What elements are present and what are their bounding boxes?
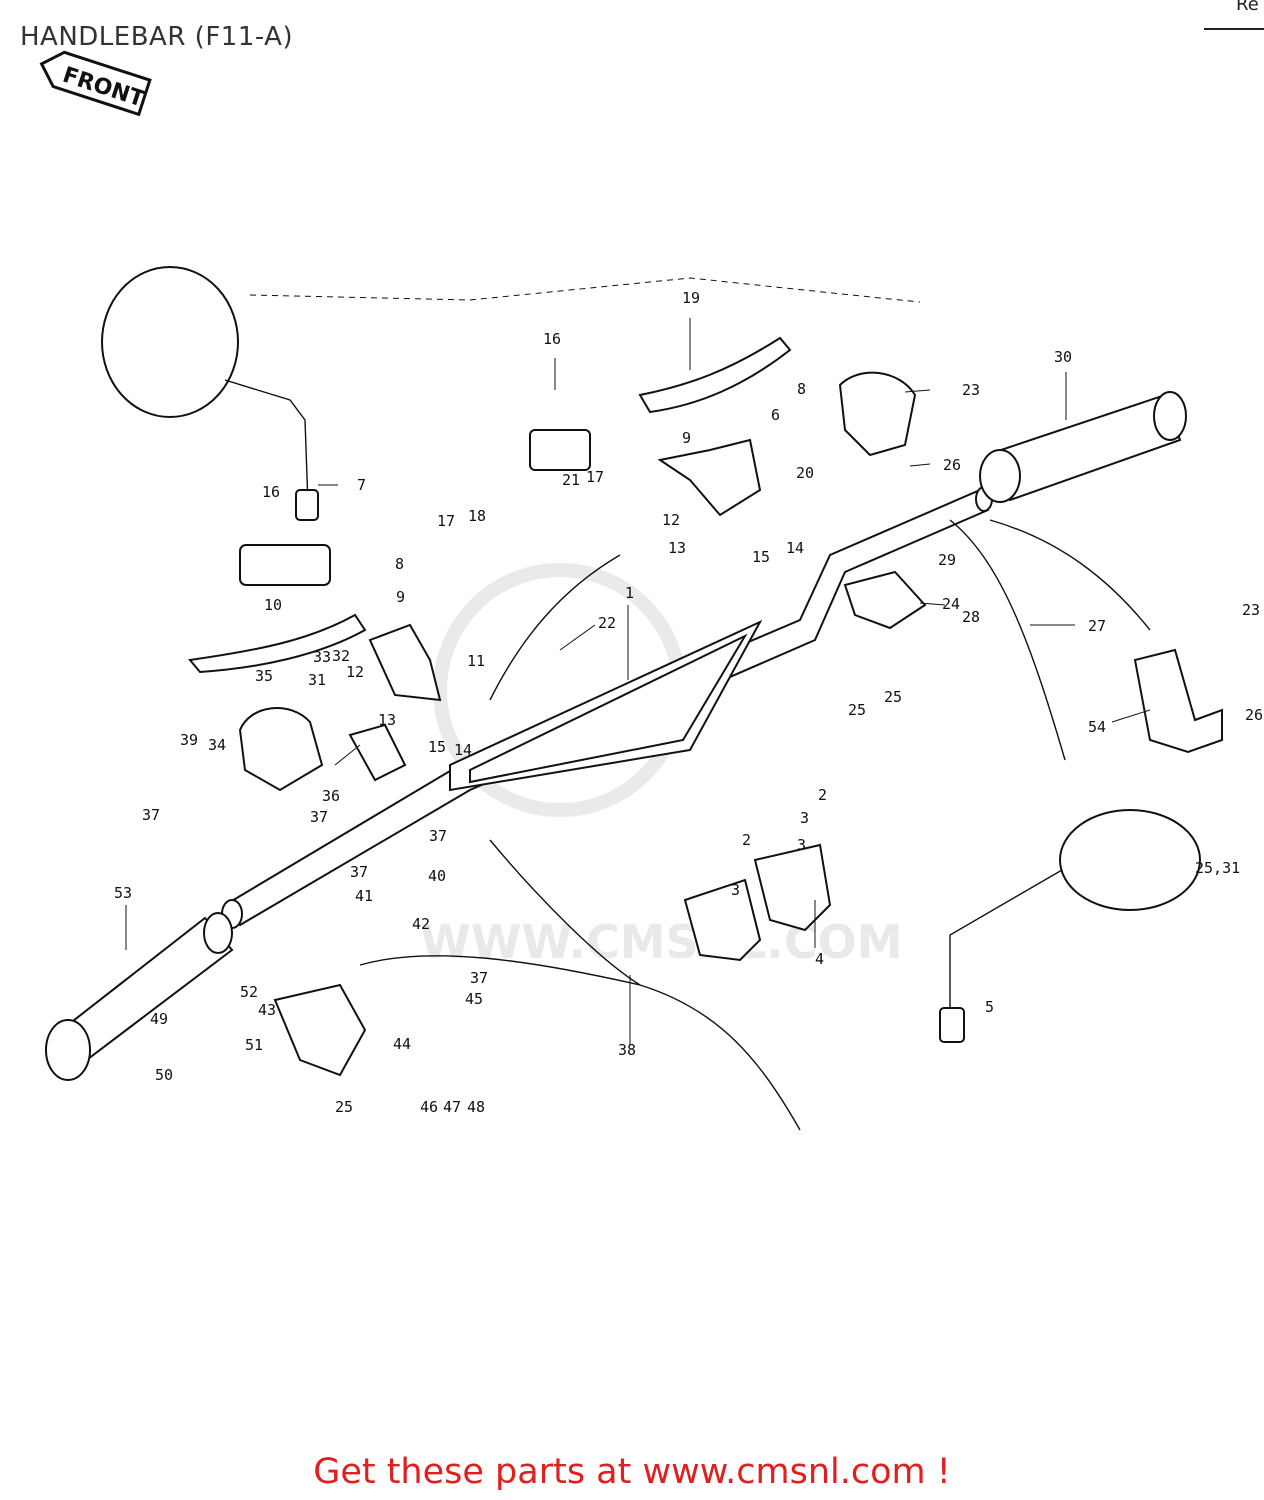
callout: 45 [465, 990, 483, 1008]
callout: 44 [393, 1035, 411, 1053]
callout: 37 [350, 863, 368, 881]
callout: 14 [454, 741, 472, 759]
callout: 3 [800, 809, 809, 827]
callout: 25 [335, 1098, 353, 1116]
right-grip [979, 391, 1187, 503]
callout: 22 [598, 614, 616, 632]
callout: 30 [1054, 348, 1072, 366]
callout: 15 [752, 548, 770, 566]
watermark-text: WWW.CMSNL.COM [420, 915, 903, 969]
cables [359, 519, 1151, 1131]
guide-line [249, 277, 921, 303]
callout: 26 [943, 456, 961, 474]
callout: 13 [378, 711, 396, 729]
callout: 14 [786, 539, 804, 557]
brake-lever [529, 336, 792, 517]
left-mirror [101, 266, 319, 521]
footer-link[interactable]: Get these parts at www.cmsnl.com ! [313, 1452, 951, 1492]
callout: 49 [150, 1010, 168, 1028]
callout: 46 [420, 1098, 438, 1116]
callout: 33 [313, 648, 331, 666]
callout: 1 [625, 584, 634, 602]
right-switch-housing [838, 371, 927, 630]
callout: 38 [618, 1041, 636, 1059]
callout: 17 [586, 468, 604, 486]
callout: 43 [258, 1001, 276, 1019]
callout: 42 [412, 915, 430, 933]
corner-text: Re [1236, 0, 1259, 15]
callout: 25 [884, 688, 902, 706]
callout: 10 [264, 596, 282, 614]
callout: 40 [428, 867, 446, 885]
callout: 37 [470, 969, 488, 987]
handlebar-tube [221, 486, 993, 929]
callout: 3 [797, 836, 806, 854]
callout: 4 [815, 950, 824, 968]
callout: 35 [255, 667, 273, 685]
callout: 53 [114, 884, 132, 902]
callout: 37 [310, 808, 328, 826]
callout: 9 [396, 588, 405, 606]
left-switch-housing [238, 707, 407, 1077]
callout: 8 [797, 380, 806, 398]
callout: 15 [428, 738, 446, 756]
callout: 47 [443, 1098, 461, 1116]
callout: 54 [1088, 718, 1106, 736]
callout: 19 [682, 289, 700, 307]
callout: 6 [771, 406, 780, 424]
callout: 50 [155, 1066, 173, 1084]
callout: 51 [245, 1036, 263, 1054]
callout: 29 [938, 551, 956, 569]
callout: 37 [142, 806, 160, 824]
callout: 11 [467, 652, 485, 670]
callout: 9 [682, 429, 691, 447]
callout: 13 [668, 539, 686, 557]
callout: 32 [332, 647, 350, 665]
right-mirror [939, 809, 1201, 1043]
callout: 12 [662, 511, 680, 529]
callout: 2 [742, 831, 751, 849]
callout: 7 [357, 476, 366, 494]
holder-clamps [683, 843, 832, 962]
callout: 20 [796, 464, 814, 482]
callout: 21 [562, 471, 580, 489]
callout: 25 [848, 701, 866, 719]
callout: 24 [942, 595, 960, 613]
callout: 27 [1088, 617, 1106, 635]
callout: 34 [208, 736, 226, 754]
callout: 25,31 [1195, 859, 1240, 877]
bracket-54 [1133, 648, 1223, 754]
callout: 39 [180, 731, 198, 749]
callout-labels: 1 2 2 3 3 3 4 5 6 7 8 8 9 9 10 11 12 12 … [114, 289, 1263, 1116]
callout: 12 [346, 663, 364, 681]
clutch-lever [188, 544, 442, 702]
left-grip [45, 912, 234, 1081]
callout: 23 [1242, 601, 1260, 619]
callout: 23 [962, 381, 980, 399]
callout: 3 [731, 881, 740, 899]
callout: 26 [1245, 706, 1263, 724]
callout: 48 [467, 1098, 485, 1116]
corner-line [1204, 28, 1264, 30]
callout: 52 [240, 983, 258, 1001]
callout: 37 [429, 827, 447, 845]
page-title: HANDLEBAR (F11-A) [20, 22, 294, 52]
callout: 17 [437, 512, 455, 530]
callout: 41 [355, 887, 373, 905]
front-arrow: FRONT [39, 50, 152, 117]
leader-lines [125, 318, 1151, 1045]
callout: 5 [985, 998, 994, 1016]
callout: 8 [395, 555, 404, 573]
callout: 18 [468, 507, 486, 525]
callout: 36 [322, 787, 340, 805]
callout: 28 [962, 608, 980, 626]
callout: 16 [262, 483, 280, 501]
callout: 31 [308, 671, 326, 689]
callout: 16 [543, 330, 561, 348]
callout: 2 [818, 786, 827, 804]
